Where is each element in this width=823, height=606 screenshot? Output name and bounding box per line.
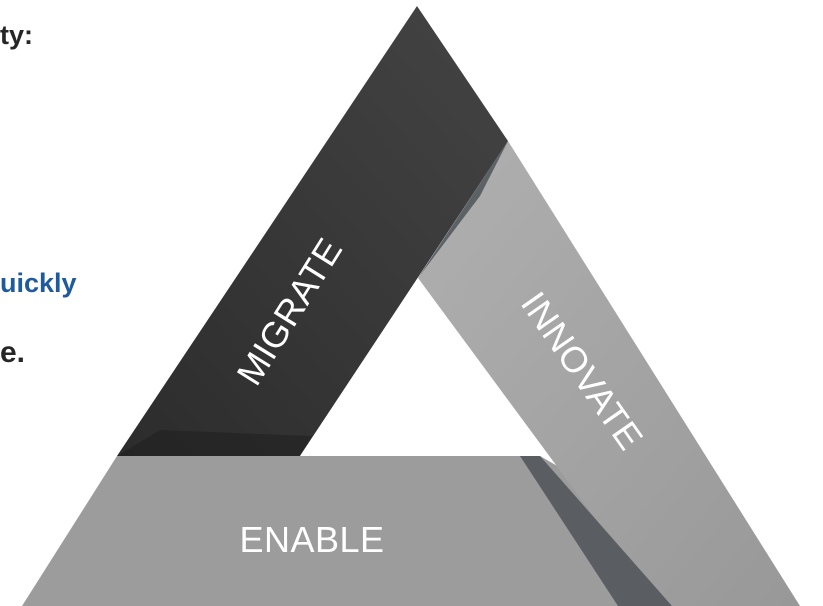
triangle-hole bbox=[300, 278, 540, 456]
migrate-segment bbox=[117, 6, 508, 456]
clipped-text-line-3: e. bbox=[0, 336, 26, 369]
enable-label: ENABLE bbox=[239, 519, 384, 560]
innovate-fold-shadow bbox=[418, 141, 508, 278]
innovate-segment bbox=[418, 141, 800, 606]
clipped-highlight-text: uickly bbox=[0, 268, 77, 298]
migrate-fold-shadow bbox=[117, 430, 312, 456]
enable-fold-shadow bbox=[520, 456, 672, 606]
clipped-text-line-1: ty: bbox=[0, 20, 33, 50]
